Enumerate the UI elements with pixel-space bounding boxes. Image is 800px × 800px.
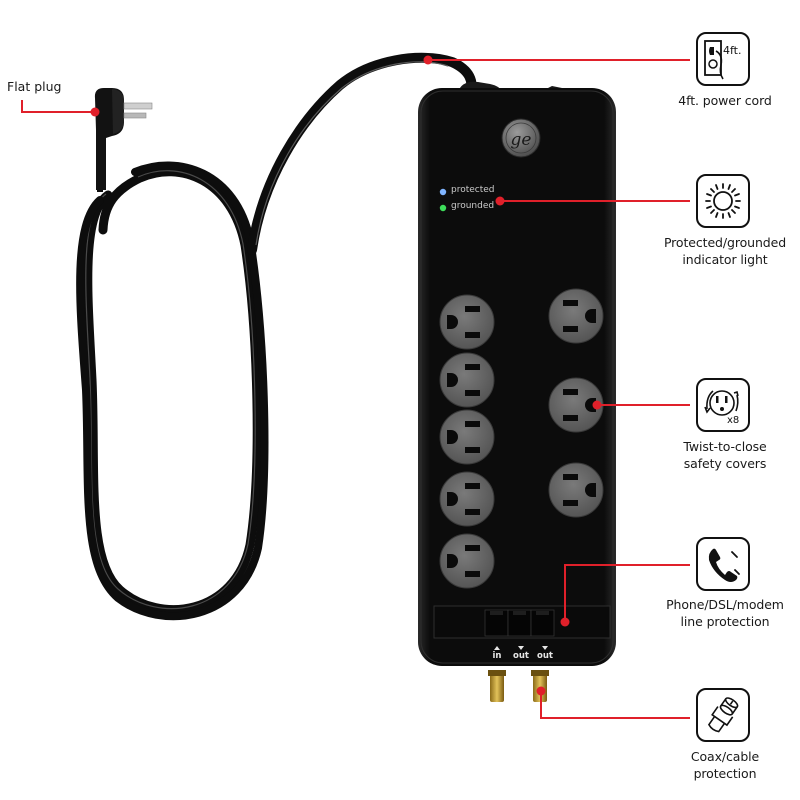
outlet-cord-icon: 4ft. <box>704 40 742 80</box>
indicator-label-line1: Protected/grounded <box>663 235 787 250</box>
phone-line-label-line1: Phone/DSL/modem <box>666 597 784 612</box>
coax-connectors <box>488 670 549 702</box>
safety-covers-label-line1: Twist-to-close <box>683 439 767 454</box>
ge-logo: ge <box>501 118 541 158</box>
phone-line-label-line2: line protection <box>680 614 770 629</box>
power-cord-callout-icon-box: 4ft. <box>696 32 750 86</box>
coax-callout-icon-box <box>696 688 750 742</box>
indicator-callout-icon-box <box>696 174 750 228</box>
protected-led <box>439 188 447 196</box>
indicator-label-line2: indicator light <box>682 252 768 267</box>
coax-connector-icon <box>707 697 739 733</box>
sun-light-icon <box>705 183 741 219</box>
indicator-label: Protected/grounded indicator light <box>650 234 800 268</box>
twist-outlet-icon: x8 <box>704 390 739 426</box>
phone-line-label: Phone/DSL/modem line protection <box>650 596 800 630</box>
phone-handset-icon <box>708 548 740 582</box>
power-cord-label: 4ft. power cord <box>678 93 772 108</box>
jack-out-label-2: out <box>537 651 553 661</box>
svg-text:4ft.: 4ft. <box>723 44 742 57</box>
safety-covers-label: Twist-to-close safety covers <box>650 438 800 472</box>
jack-out-label-1: out <box>513 651 529 661</box>
svg-text:x8: x8 <box>727 415 739 426</box>
protected-led-label: protected <box>451 185 495 195</box>
svg-text:ge: ge <box>511 130 532 150</box>
safety-covers-callout-icon-box: x8 <box>696 378 750 432</box>
outlets <box>439 288 604 589</box>
coax-label: Coax/cable protection <box>650 748 800 782</box>
safety-covers-label-line2: safety covers <box>683 456 767 471</box>
flat-plug-label: Flat plug <box>7 79 62 94</box>
power-cord <box>76 52 477 621</box>
grounded-led-label: grounded <box>451 201 495 211</box>
flat-plug <box>94 88 153 192</box>
phone-line-callout-icon-box <box>696 537 750 591</box>
phone-jacks <box>484 609 555 637</box>
coax-label-line1: Coax/cable <box>690 749 760 764</box>
callout-dots <box>90 55 602 696</box>
grounded-led <box>439 204 447 212</box>
callout-lines <box>21 59 690 719</box>
coax-label-line2: protection <box>693 766 757 781</box>
jack-in-label: in <box>492 651 502 661</box>
